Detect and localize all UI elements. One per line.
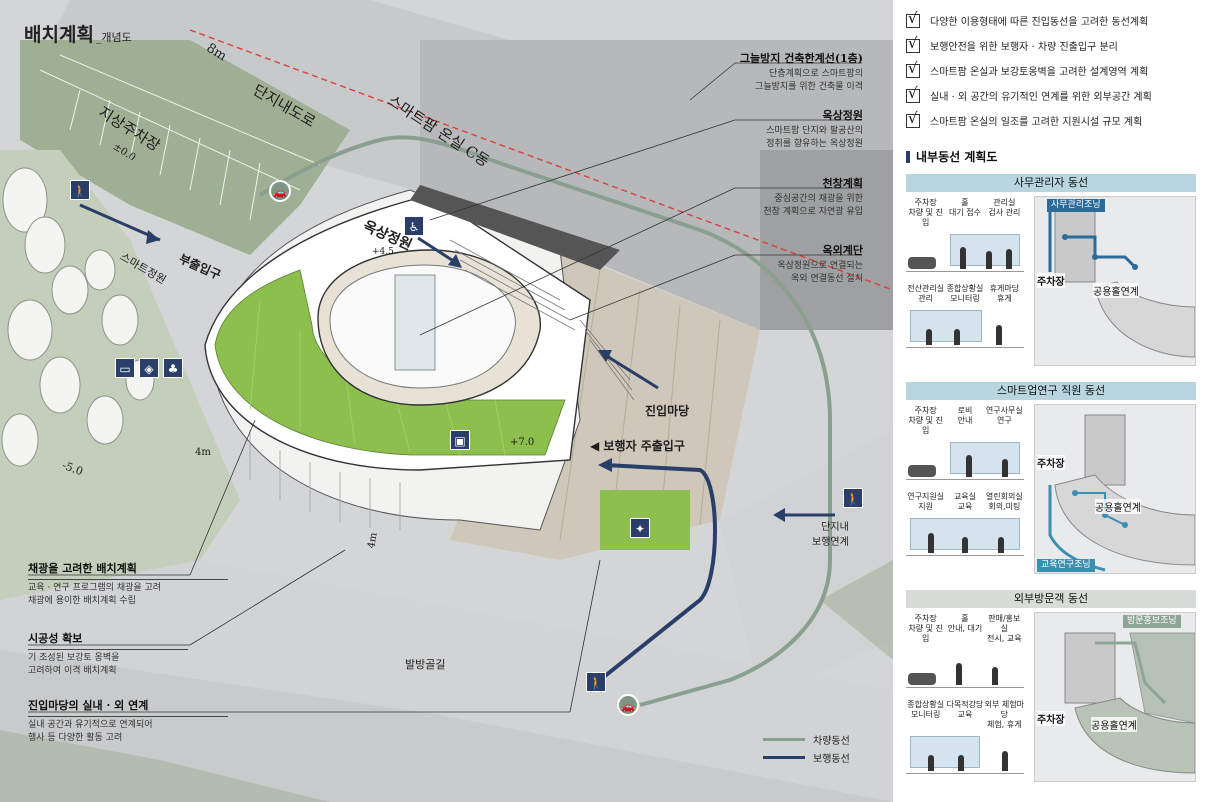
parking-label: 주차장	[1037, 711, 1065, 726]
checklist-item: √보행안전을 위한 보행자 · 차량 진출입구 분리	[906, 33, 1118, 53]
route-legend: 차량동선 보행동선	[763, 730, 850, 766]
annotation-shade-setback: 그늘방지 건축한계선(1층) 단층계획으로 스마트팜의 그늘방지를 위한 건축물…	[739, 52, 863, 92]
car-icon: 🚗	[269, 180, 291, 202]
hall-link-label: 공용홀연계	[1091, 717, 1137, 732]
developing-land-label: 발방골길	[405, 658, 446, 671]
legend-vehicle: 차량동선	[763, 730, 850, 748]
hall-link-label: 공용홀연계	[1095, 499, 1141, 514]
flow-title: 스마트업연구 직원 동선	[906, 382, 1196, 400]
zone-tag: 방문홍보조닝	[1123, 615, 1181, 628]
roof-level-label: +4.5	[372, 247, 394, 257]
bench-icon: ▭	[115, 358, 135, 378]
checklist-item: √다양한 이용형태에 따른 진입동선을 고려한 동선계획	[906, 8, 1149, 28]
pedestrian-icon: 🚶	[586, 672, 606, 692]
car-icon: 🚗	[617, 694, 639, 716]
internal-flow-title: 내부동선 계획도	[906, 148, 997, 165]
pedestrian-icon: 🚶	[843, 488, 863, 508]
right-panel: √다양한 이용형태에 따른 진입동선을 고려한 동선계획 √보행안전을 위한 보…	[900, 0, 1217, 802]
annotation-constructability: 시공성 확보 기 조성된 보강토 옹벽을 고려하여 이격 배치계획	[28, 630, 188, 678]
play-icon: ◈	[139, 358, 159, 378]
ped-entrance-label: ◀ 보행자 주출입구	[590, 439, 685, 453]
hall-link-label: 공용홀연계	[1093, 283, 1139, 298]
legend-pedestrian: 보행동선	[763, 748, 850, 766]
annotation-skylight: 천창계획 중심공간의 채광을 위한 천창 계획으로 자연광 유입	[763, 177, 863, 217]
site-plan-drawing	[0, 0, 893, 802]
annotation-entry-court-link: 진입마당의 실내 · 외 연계 실내 공간과 유기적으로 연계되어 행사 등 다…	[28, 697, 228, 745]
zone-tag: 교육연구조닝	[1037, 559, 1095, 572]
parking-label: 주차장	[1037, 273, 1065, 288]
checklist-item: √스마트팜 온실과 보강토옹벽을 고려한 설계영역 계획	[906, 58, 1149, 78]
annotation-daylight-layout: 채광을 고려한 배치계획 교육 · 연구 프로그램의 채광을 고려 채광에 용이…	[28, 560, 228, 608]
flow-mini-plan: 사무관리조닝 주차장 공용홀연계	[1034, 196, 1196, 366]
flow-title: 사무관리자 동선	[906, 174, 1196, 192]
planning-checklist: √다양한 이용형태에 따른 진입동선을 고려한 동선계획 √보행안전을 위한 보…	[906, 8, 1211, 133]
plan-title: 배치계획_개념도	[24, 24, 132, 46]
checklist-item: √실내 · 외 공간의 유기적인 연계를 위한 외부공간 계획	[906, 83, 1152, 103]
parking-label: 주차장	[1037, 455, 1065, 470]
flow-title: 외부방문객 동선	[906, 590, 1196, 608]
level-plus7-label: +7.0	[510, 437, 535, 448]
distance-4m-label-a: 4m	[195, 447, 211, 458]
checklist-item: √스마트팜 온실의 일조를 고려한 지원시설 규모 계획	[906, 108, 1143, 128]
annotation-roof-garden: 옥상정원 스마트팜 단지와 팔공산의 정취를 향유하는 옥상정원	[766, 109, 863, 149]
flow-mini-plan: 방문홍보조닝 주차장 공용홀연계	[1034, 612, 1196, 782]
wheelchair-icon: ♿	[404, 216, 424, 236]
site-plan-panel: 배치계획_개념도 8m 단지내도로 지상주차장 ±0.0 스마트팜 온실 C동 …	[0, 0, 893, 802]
gallery-icon: ▣	[450, 430, 470, 450]
flow-mini-plan: 교육연구조닝 주차장 공용홀연계	[1034, 404, 1196, 574]
tree-icon: ♣	[163, 358, 183, 378]
activity-icon: ✦	[630, 518, 650, 538]
inner-ped-label: 단지내 보행연계	[812, 522, 849, 548]
annotation-outdoor-stair: 옥외계단 옥상정원으로 연결되는 옥외 연결동선 설치	[777, 244, 863, 284]
entry-court-label: 진입마당	[645, 404, 690, 418]
pedestrian-icon: 🚶	[70, 180, 90, 200]
zone-tag: 사무관리조닝	[1047, 199, 1105, 212]
